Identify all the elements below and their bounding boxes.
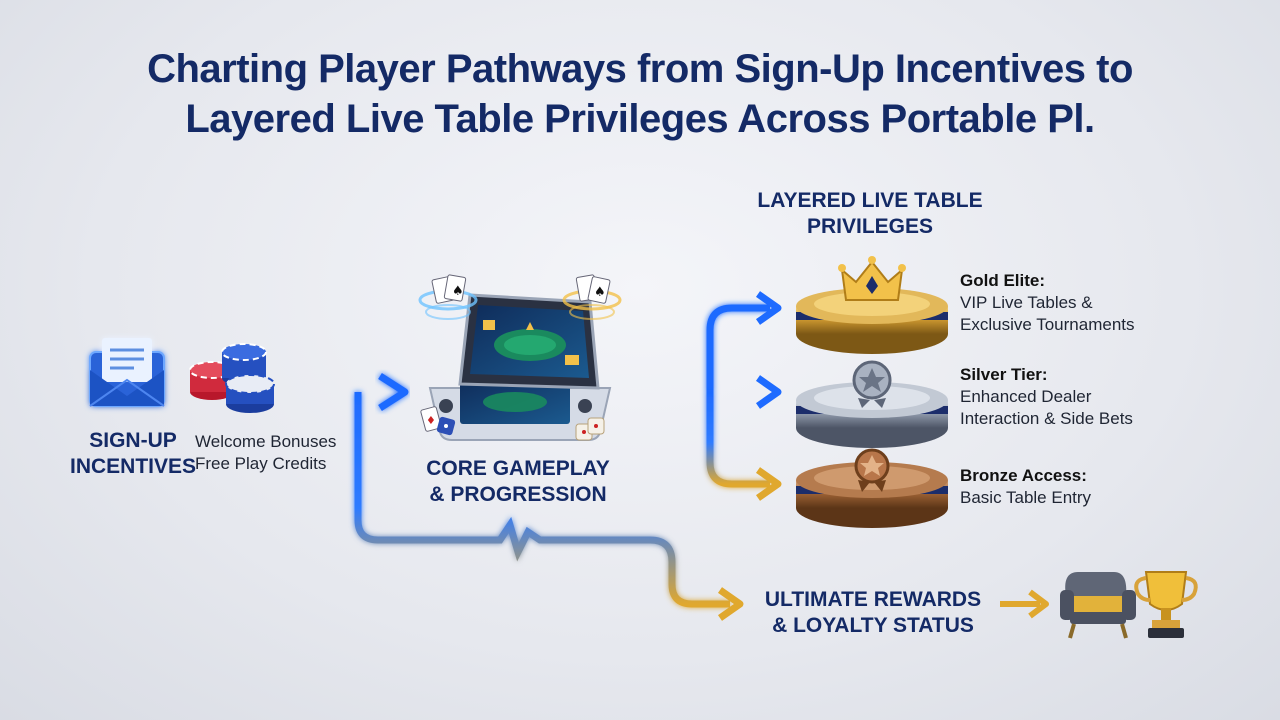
silver-tier-platform xyxy=(796,382,948,448)
core-heading: CORE GAMEPLAY & PROGRESSION xyxy=(408,456,628,508)
tier-gold: Gold Elite: VIP Live Tables & Exclusive … xyxy=(960,270,1220,336)
handheld-console-icon xyxy=(428,293,612,441)
signup-detail-free-play-credits: Free Play Credits xyxy=(195,454,327,473)
core-heading-line-1: CORE GAMEPLAY xyxy=(426,457,610,480)
core-heading-line-2: & PROGRESSION xyxy=(429,483,607,506)
tier-gold-desc-line-2: Exclusive Tournaments xyxy=(960,315,1135,334)
privileges-heading-line-2: PRIVILEGES xyxy=(806,215,934,238)
privileges-heading: LAYERED LIVE TABLE PRIVILEGES xyxy=(730,188,1010,240)
tier-bronze: Bronze Access: Basic Table Entry xyxy=(960,465,1220,509)
signup-detail-welcome-bonuses: Welcome Bonuses xyxy=(195,432,337,451)
title-line-1: Charting Player Pathways from Sign-Up In… xyxy=(147,47,1133,91)
tier-gold-name: Gold Elite: xyxy=(960,271,1045,290)
flow-signup-to-core xyxy=(290,373,409,411)
signup-details: Welcome Bonuses Free Play Credits xyxy=(195,431,355,475)
star-badge-icon xyxy=(852,360,892,408)
rewards-heading-line-2: & LOYALTY STATUS xyxy=(772,614,974,637)
envelope-icon xyxy=(89,338,165,407)
svg-text:♦: ♦ xyxy=(426,414,436,427)
poker-chips-icon xyxy=(189,343,275,413)
armchair-icon xyxy=(1060,572,1136,639)
dice-icon xyxy=(575,417,605,441)
tier-silver: Silver Tier: Enhanced Dealer Interaction… xyxy=(960,364,1220,430)
crown-icon xyxy=(838,256,906,301)
title-line-2: Layered Live Table Privileges Across Por… xyxy=(185,97,1095,141)
rewards-heading-line-1: ULTIMATE REWARDS xyxy=(764,588,982,611)
svg-text:♠: ♠ xyxy=(594,285,606,300)
tier-silver-desc-line-2: Interaction & Side Bets xyxy=(960,409,1133,428)
flow-rewards-to-icons xyxy=(1000,589,1049,619)
tier-silver-name: Silver Tier: xyxy=(960,365,1048,384)
trophy-icon xyxy=(1134,571,1198,638)
signup-heading-line-1: SIGN-UP xyxy=(89,429,177,452)
page-title: Charting Player Pathways from Sign-Up In… xyxy=(40,44,1240,144)
playing-cards-icon: ♦ xyxy=(420,406,442,432)
tier-gold-desc-line-1: VIP Live Tables & xyxy=(960,293,1093,312)
tier-silver-desc-line-1: Enhanced Dealer xyxy=(960,387,1092,406)
signup-heading: SIGN-UP INCENTIVES xyxy=(58,428,208,480)
svg-text:♠: ♠ xyxy=(452,284,464,299)
playing-cards-icon: ♠ xyxy=(418,274,478,320)
star-badge-icon xyxy=(854,448,890,492)
signup-heading-line-2: INCENTIVES xyxy=(69,455,197,478)
rewards-heading: ULTIMATE REWARDS & LOYALTY STATUS xyxy=(748,587,998,639)
tier-bronze-name: Bronze Access: xyxy=(960,466,1087,485)
tier-bronze-desc-line-1: Basic Table Entry xyxy=(960,488,1092,507)
privileges-heading-line-1: LAYERED LIVE TABLE xyxy=(757,189,983,212)
gold-tier-platform xyxy=(796,288,948,354)
flow-core-to-tiers xyxy=(625,291,782,501)
playing-cards-icon: ♠ xyxy=(562,274,622,320)
dice-icon xyxy=(436,416,456,436)
flow-signup-to-rewards xyxy=(354,392,744,621)
